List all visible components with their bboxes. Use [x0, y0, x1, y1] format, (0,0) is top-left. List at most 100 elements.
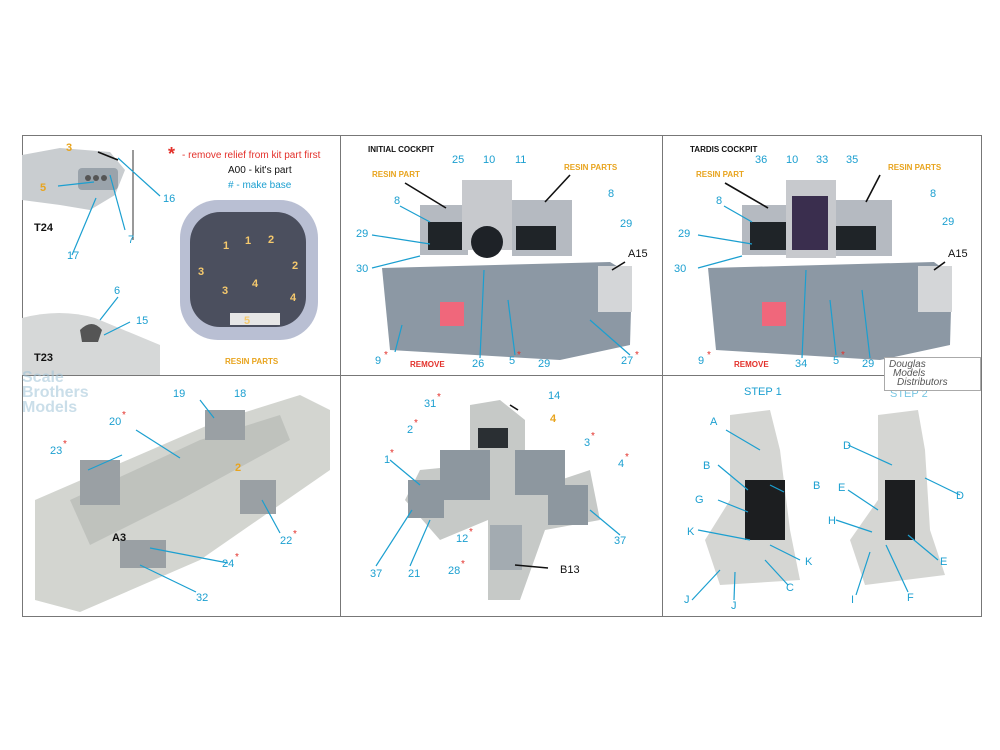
- dmd-line2: Models: [893, 368, 926, 379]
- dmd-watermark: Douglas Models Distributors: [884, 357, 981, 391]
- ic-8a: 8: [394, 195, 401, 207]
- seat-F: F: [907, 592, 914, 604]
- b13-2: 2: [407, 424, 414, 436]
- a3-32: 32: [196, 592, 209, 604]
- a3-22-star: *: [293, 529, 297, 540]
- a15-label: A15: [628, 248, 648, 260]
- tc-30: 30: [674, 263, 687, 275]
- tc-29c: 29: [862, 358, 875, 370]
- ic-30: 30: [356, 263, 369, 275]
- tray-4a: 4: [252, 278, 259, 290]
- a3-23: 23: [50, 445, 63, 457]
- resin-part-label-tardis: RESIN PART: [696, 170, 744, 179]
- grid-line-right: [981, 135, 982, 617]
- dmd-line1: Douglas: [889, 359, 926, 370]
- b13-21: 21: [408, 568, 421, 580]
- tc-36: 36: [755, 154, 768, 166]
- b13-3: 3: [584, 437, 591, 449]
- b13-37b: 37: [614, 535, 627, 547]
- seat-D1: D: [843, 440, 851, 452]
- b13-label: B13: [560, 564, 580, 576]
- tray-1a: 1: [223, 240, 230, 252]
- b13-31: 31: [424, 398, 437, 410]
- initial-cockpit-illustration: [382, 180, 632, 360]
- a3-24: 24: [222, 558, 235, 570]
- ic-27: 27: [621, 355, 634, 367]
- grid-line-left: [22, 135, 23, 617]
- tc-29b: 29: [942, 216, 955, 228]
- b13-12-star: *: [469, 527, 473, 538]
- seat-J1: J: [684, 594, 690, 606]
- instruction-sheet: [22, 135, 982, 617]
- tc-10: 10: [786, 154, 799, 166]
- grid-line-col1: [340, 135, 341, 617]
- b13-37a: 37: [370, 568, 383, 580]
- b13-12: 12: [456, 533, 469, 545]
- ic-5: 5: [509, 355, 516, 367]
- grid-line-col2: [662, 135, 663, 617]
- tc-9: 9: [698, 355, 705, 367]
- resin-parts-label-tardis: RESIN PARTS: [888, 163, 942, 172]
- b13-4: 4: [618, 458, 625, 470]
- tardis-cockpit-illustration: [708, 180, 952, 360]
- legend-remove-relief: - remove relief from kit part first: [182, 150, 321, 161]
- b13-4-star: *: [625, 452, 629, 463]
- callout-7: 7: [128, 234, 135, 246]
- resin-parts-tray: [180, 200, 318, 340]
- b13-31-star: *: [437, 392, 441, 403]
- tc-35: 35: [846, 154, 859, 166]
- ic-5-star: *: [517, 350, 521, 361]
- seat-B2: B: [813, 480, 821, 492]
- b13-28-star: *: [461, 559, 465, 570]
- a3-19: 19: [173, 388, 186, 400]
- seat-D2: D: [956, 490, 964, 502]
- step1-title: STEP 1: [744, 386, 782, 398]
- tardis-cockpit-title: TARDIS COCKPIT: [690, 145, 758, 154]
- resin-leader-lines: [97, 151, 946, 569]
- a3-2: 2: [235, 462, 242, 474]
- a3-20-star: *: [122, 410, 126, 421]
- tray-2b: 2: [292, 260, 299, 272]
- callout-3: 3: [66, 142, 73, 154]
- a3-tub-illustration: [35, 395, 330, 612]
- callout-15: 15: [136, 315, 149, 327]
- tray-5: 5: [244, 315, 251, 327]
- t24-part-illustration: [22, 148, 134, 240]
- tc-34: 34: [795, 358, 808, 370]
- callout-5: 5: [40, 182, 47, 194]
- b13-2-star: *: [414, 418, 418, 429]
- resin-part-label: RESIN PART: [372, 170, 420, 179]
- a3-23-star: *: [63, 439, 67, 450]
- b13-console-illustration: [405, 400, 600, 600]
- callout-16: 16: [163, 193, 176, 205]
- ic-10: 10: [483, 154, 496, 166]
- tc-29a: 29: [678, 228, 691, 240]
- tray-3b: 3: [222, 285, 229, 297]
- seat-B1: B: [703, 460, 711, 472]
- tray-3a: 3: [198, 266, 205, 278]
- tc-33: 33: [816, 154, 829, 166]
- a15-label-tardis: A15: [948, 248, 968, 260]
- ejection-seats-illustration: [705, 410, 945, 585]
- ic-11: 11: [515, 154, 527, 166]
- seat-E1: E: [838, 482, 846, 494]
- remove-label: REMOVE: [410, 360, 445, 369]
- ic-29a: 29: [356, 228, 369, 240]
- tc-9-star: *: [707, 350, 711, 361]
- b13-14: 14: [548, 390, 561, 402]
- seat-I: I: [851, 594, 855, 606]
- callout-17: 17: [67, 250, 80, 262]
- b13-28: 28: [448, 565, 461, 577]
- grid-line-middle: [22, 375, 982, 376]
- t23-label: T23: [34, 352, 53, 364]
- ic-9: 9: [375, 355, 382, 367]
- remove-label-tardis: REMOVE: [734, 360, 769, 369]
- ic-26: 26: [472, 358, 485, 370]
- seat-C: C: [786, 582, 794, 594]
- seat-G: G: [695, 494, 704, 506]
- a3-label: A3: [112, 532, 127, 544]
- seat-E2: E: [940, 556, 948, 568]
- b13-3-star: *: [591, 431, 595, 442]
- seat-K1: K: [687, 526, 695, 538]
